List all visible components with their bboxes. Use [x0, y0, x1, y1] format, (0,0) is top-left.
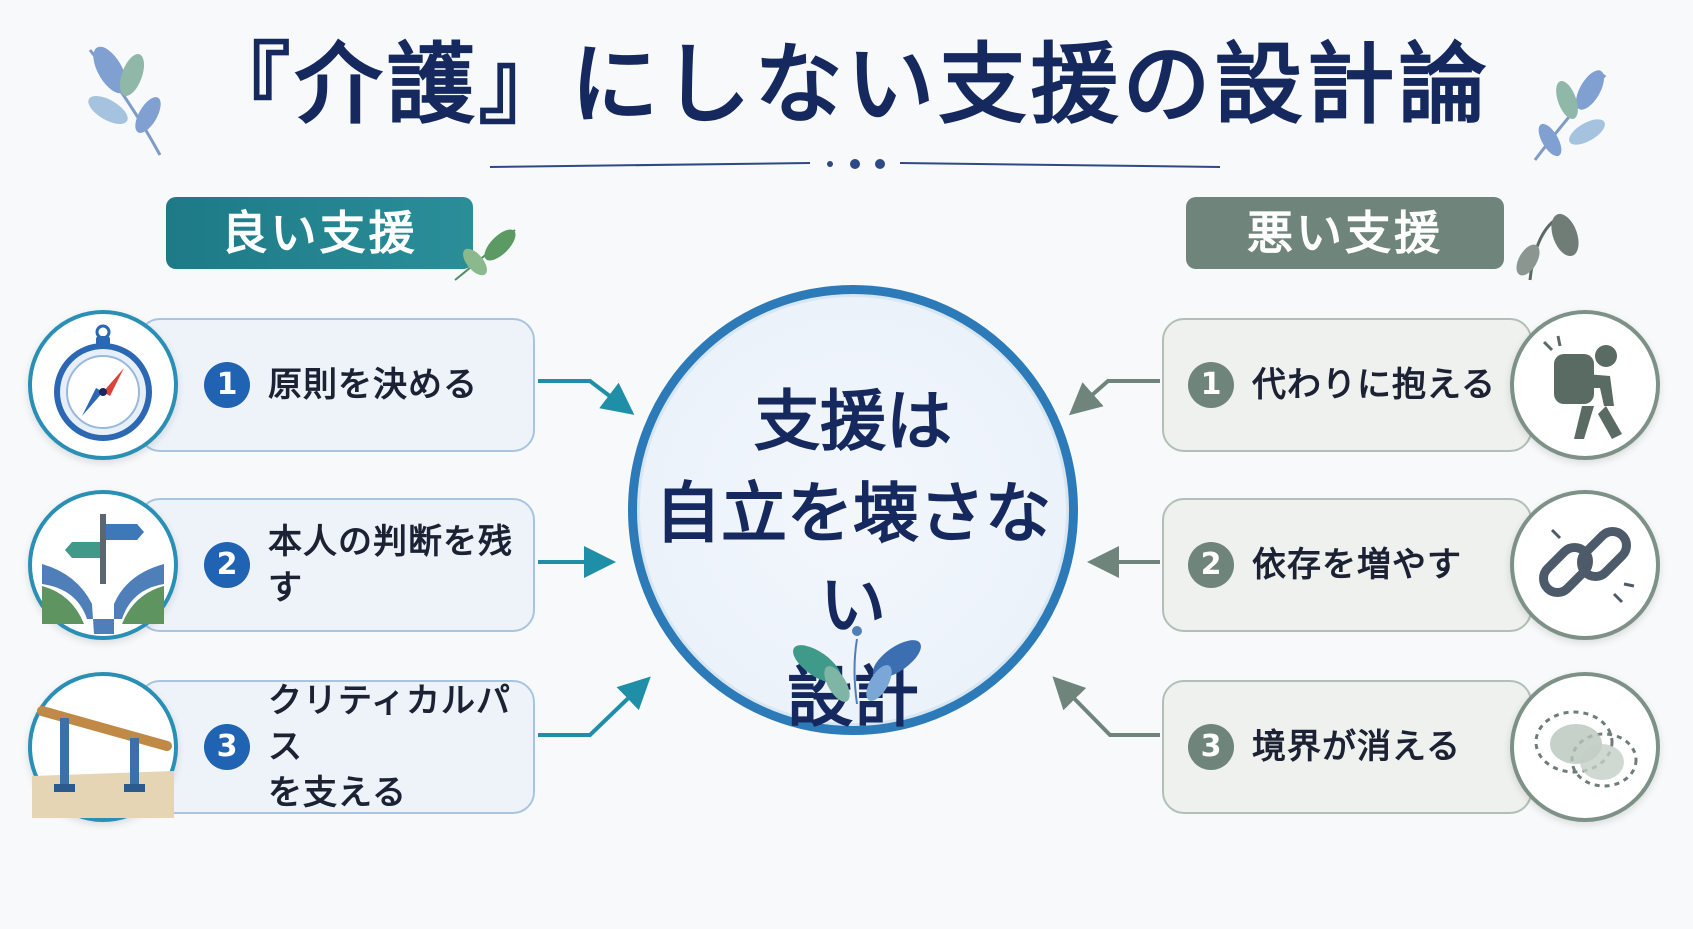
- item-line: を支える: [268, 773, 407, 813]
- item-line: 依存を増やす: [1252, 545, 1462, 585]
- bad-item-text: 境界が消える: [1252, 724, 1461, 770]
- good-arrow: [538, 379, 651, 737]
- page-title: 『介護』にしない支援の設計論: [202, 33, 1491, 136]
- leaf-sprig-icon: [1533, 70, 1607, 161]
- handrail-icon: [28, 672, 178, 822]
- bad-support-label: 悪い支援: [1186, 197, 1504, 269]
- wilted-plant-icon: [1516, 213, 1579, 281]
- good-item-text: クリティカルパス を支える: [268, 678, 533, 816]
- good-item-card: 2 本人の判断を残す: [138, 498, 535, 632]
- signpost-fork-icon: [28, 490, 178, 640]
- leaf-sprig-icon: [88, 46, 162, 156]
- center-line: 支援は: [754, 383, 952, 460]
- compass-icon: [28, 310, 178, 460]
- step-number-badge: 1: [1188, 362, 1234, 408]
- step-number-badge: 2: [204, 542, 250, 588]
- step-number-badge: 2: [1188, 542, 1234, 588]
- good-item-card: 1 原則を決める: [138, 318, 535, 452]
- good-item-text: 本人の判断を残す: [268, 519, 533, 611]
- bad-item-card: 1 代わりに抱える: [1162, 318, 1532, 452]
- chain-link-icon: [1510, 490, 1660, 640]
- title-divider: [490, 159, 1220, 169]
- good-support-label: 良い支援: [166, 197, 473, 269]
- item-line: 原則を決める: [268, 365, 478, 405]
- bad-item-text: 依存を増やす: [1252, 542, 1462, 588]
- item-line: 代わりに抱える: [1252, 365, 1496, 405]
- center-leaf-icon: [793, 626, 921, 705]
- good-item-text: 原則を決める: [268, 362, 478, 408]
- leaf-icon: [454, 229, 516, 281]
- bad-item-card: 2 依存を増やす: [1162, 498, 1532, 632]
- center-principle-circle: 支援は 自立を壊さない 設計: [628, 285, 1078, 736]
- item-line: 境界が消える: [1252, 727, 1461, 767]
- center-message: 支援は 自立を壊さない 設計: [637, 376, 1069, 744]
- bad-arrow: [1052, 379, 1160, 737]
- good-item-card: 3 クリティカルパス を支える: [138, 680, 535, 814]
- blurred-boundary-icon: [1510, 672, 1660, 822]
- step-number-badge: 3: [1188, 724, 1234, 770]
- bad-item-card: 3 境界が消える: [1162, 680, 1532, 814]
- bad-item-text: 代わりに抱える: [1252, 362, 1496, 408]
- step-number-badge: 3: [204, 724, 250, 770]
- item-line: クリティカルパス: [268, 681, 511, 767]
- step-number-badge: 1: [204, 362, 250, 408]
- item-line: 本人の判断を残す: [268, 522, 513, 608]
- center-line: 自立を壊さない: [655, 475, 1051, 644]
- burdened-person-icon: [1510, 310, 1660, 460]
